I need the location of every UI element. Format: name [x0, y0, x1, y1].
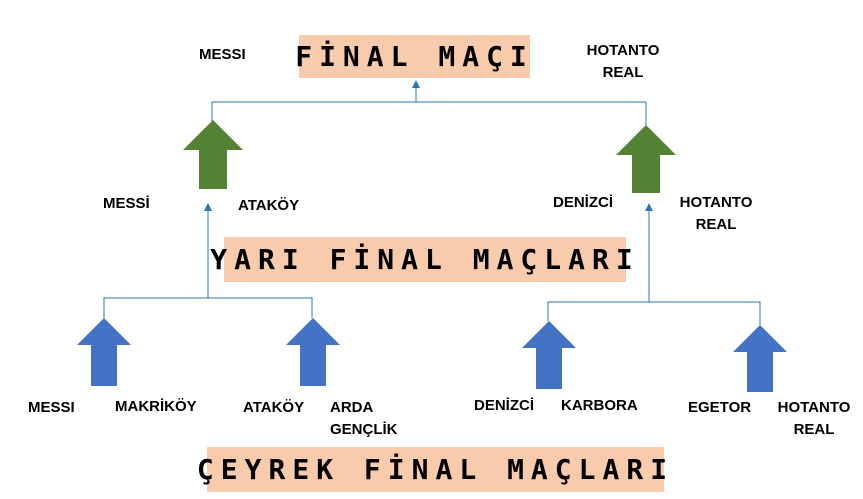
quarter-team-3: ATAKÖY [243, 399, 305, 416]
quarter-team-8: HOTANTO REAL [772, 397, 856, 441]
semi-left-bracket-line [103, 297, 313, 318]
quarter-team-2: MAKRİKÖY [115, 398, 197, 415]
quarter-team-5: DENİZCİ [474, 397, 534, 414]
semi-right-team-b-line2: REAL [695, 216, 737, 233]
quarter-final-title-banner: ÇEYREK FİNAL MAÇLARI [197, 447, 667, 492]
semi-right-team-b-line1: HOTANTO [679, 194, 753, 211]
final-right-team-line1: HOTANTO [586, 42, 660, 59]
blue-up-arrow-3 [522, 321, 576, 389]
final-left-team: MESSI [199, 46, 246, 63]
semi-final-title-banner: YARI FİNAL MAÇLARI [210, 237, 633, 282]
green-up-arrow-right [616, 125, 676, 193]
green-up-arrow-left [183, 120, 243, 189]
quarter-team-4-line1: ARDA [330, 399, 374, 416]
final-right-team: HOTANTO REAL [578, 40, 668, 84]
quarter-team-8-line1: HOTANTO [777, 399, 851, 416]
quarter-team-8-line2: REAL [793, 421, 835, 438]
blue-up-arrow-1 [77, 318, 131, 386]
final-title-banner: FİNAL MAÇI [295, 35, 530, 78]
semi-right-bracket-line [547, 301, 761, 325]
semi-right-team-b: HOTANTO REAL [670, 192, 762, 236]
quarter-team-6: KARBORA [561, 397, 638, 414]
semi-right-team-a: DENİZCİ [553, 194, 613, 211]
blue-up-arrow-4 [733, 325, 787, 392]
quarter-team-7: EGETOR [688, 399, 752, 416]
quarter-team-4-line2: GENÇLİK [330, 421, 398, 438]
blue-up-arrow-2 [286, 318, 340, 386]
quarter-team-4: ARDA GENÇLİK [330, 397, 398, 441]
final-bracket-line [211, 101, 647, 130]
final-right-team-line2: REAL [602, 64, 644, 81]
semi-left-team-b: ATAKÖY [238, 197, 300, 214]
semi-left-team-a: MESSİ [103, 195, 150, 212]
quarter-team-1: MESSI [28, 399, 75, 416]
